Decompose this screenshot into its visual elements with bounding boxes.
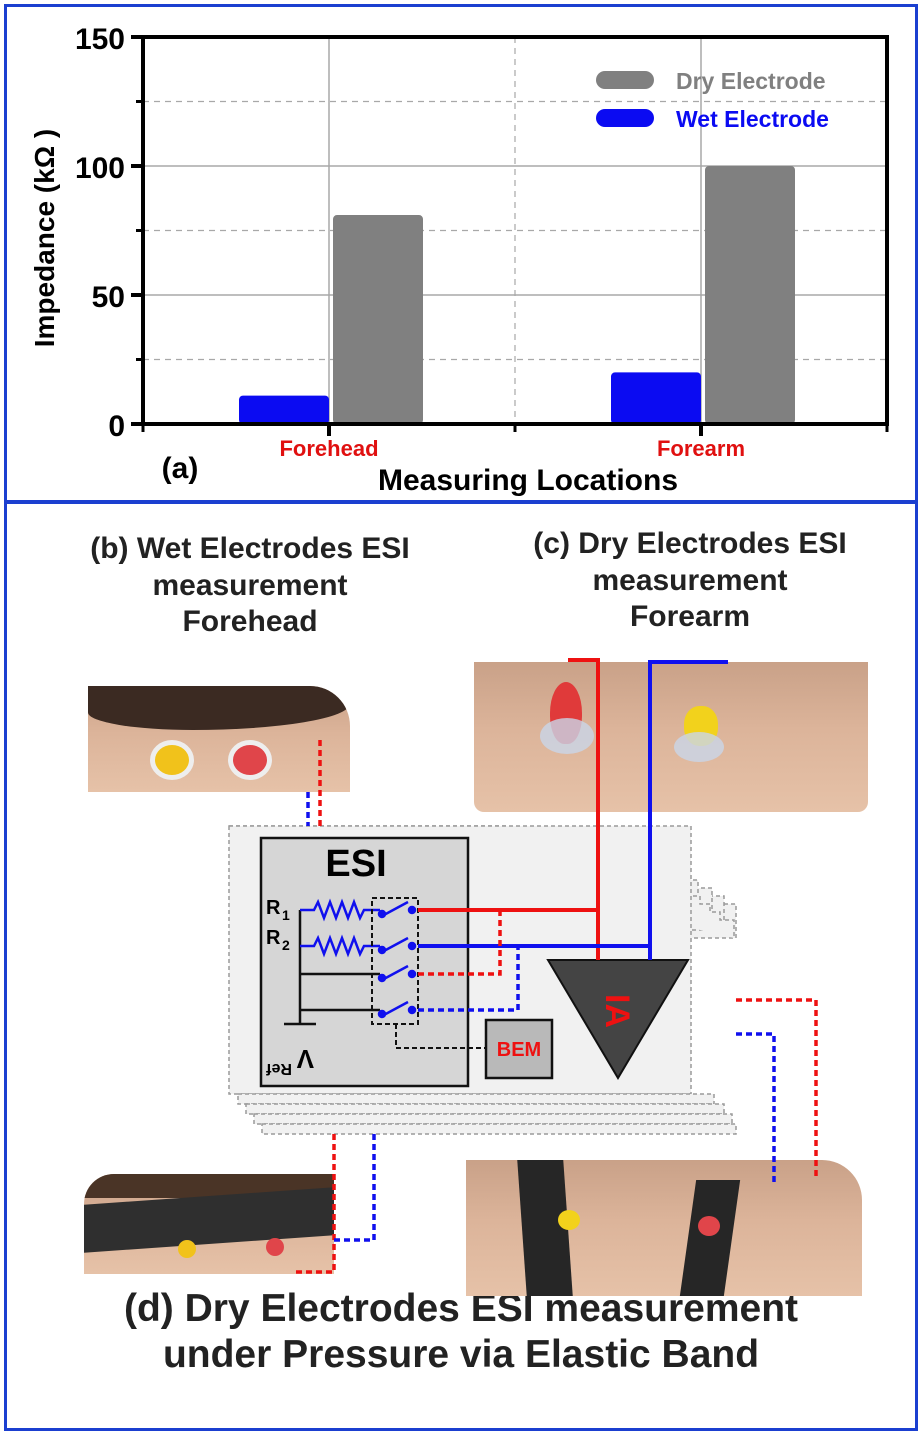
card-shadow-1 [237,1093,715,1105]
chart-bars [239,166,795,424]
panel-label-a: (a) [162,452,199,485]
electrode-pad-icon [674,732,724,762]
caption-b-line-2: measurement [152,568,348,602]
resistor-r1 [300,898,380,922]
bem-label: BEM [497,1039,541,1061]
photo-forearm-band [466,1160,862,1296]
esi-circuit-diagram: ESI V Ref R 1 R 2 BEM IA [228,658,818,1274]
blue-wire-solid [418,660,728,960]
blue-dash-band-forearm [736,1032,776,1182]
bar-dry-electrode-forearm [705,166,795,424]
caption-b-line-3: Forehead [182,605,318,639]
electrode-red-icon [228,740,272,780]
card-shadow-4 [261,1123,737,1135]
legend-label: Wet Electrode [676,106,829,132]
bar-wet-electrode-forearm [611,372,701,424]
electrode-yellow-icon [558,1210,580,1230]
y-tick-label: 100 [75,152,125,185]
caption-c-line-3: Forearm [629,600,751,634]
esi-box [259,836,470,1088]
dashed-wires [296,740,818,1274]
caption-c-line-2: measurement [592,563,788,597]
x-axis-label: Measuring Locations [378,464,678,497]
legend-label: Dry Electrode [676,68,826,94]
ground-rail [284,910,316,1026]
photo-forehead-band [84,1174,334,1274]
red-wire-solid [418,658,600,960]
card-shadow-2 [245,1103,725,1115]
caption-b-line-1: (b) Wet Electrodes ESI [90,532,410,565]
svg-text:V: V [296,1044,314,1074]
y-tick-label: 0 [108,410,125,443]
switches [377,900,417,1019]
caption-c-line-1: (c) Dry Electrodes ESI [533,527,847,560]
y-axis-label: Impedance (kΩ ) [29,129,60,348]
blue-dash-band-forehead [330,1134,376,1242]
electrode-yellow-icon [178,1240,196,1258]
r2-label: R [266,927,281,949]
photo-forearm-dry [474,662,868,812]
y-tick-label: 150 [75,23,125,56]
caption-c: (c) Dry Electrodes ESI measurement Forea… [470,526,910,636]
x-tick-label: Forearm [657,436,745,461]
caption-d: (d) Dry Electrodes ESI measurement under… [20,1286,902,1377]
direct-lines [300,972,380,1012]
card-shadow-3 [253,1113,733,1125]
r1-subscript: 1 [282,907,290,923]
red-dash-band-forearm [736,998,818,1180]
electrode-pad-icon [540,718,594,754]
x-tick-label: Forehead [279,436,378,461]
electrode-yellow-icon [150,740,194,780]
bar-dry-electrode-forehead [333,215,423,424]
legend-swatch [596,71,654,89]
red-dash-local [418,910,502,976]
photo-forehead-wet [88,686,350,792]
electrode-red-icon [266,1238,284,1256]
ia-amplifier [546,959,690,1080]
y-tick-label: 50 [92,281,125,314]
legend-swatch [596,109,654,127]
resistor-r2 [300,934,380,958]
vref-label: V Ref [266,1044,314,1077]
r1-label: R [266,897,281,919]
blue-dash-local [418,946,520,1012]
caption-b: (b) Wet Electrodes ESI measurement Foreh… [40,531,460,641]
electrode-red-icon [698,1216,720,1236]
bar-wet-electrode-forehead [239,395,329,424]
bem-control-line [395,1024,486,1049]
esi-title: ESI [325,843,386,885]
ia-label: IA [598,994,636,1028]
red-dash-band-forehead [296,1134,336,1274]
r2-subscript: 2 [282,937,290,953]
caption-d-line-2: under Pressure via Elastic Band [162,1332,760,1376]
svg-text:Ref: Ref [266,1060,292,1077]
diagram-panel-frame [4,500,918,1431]
